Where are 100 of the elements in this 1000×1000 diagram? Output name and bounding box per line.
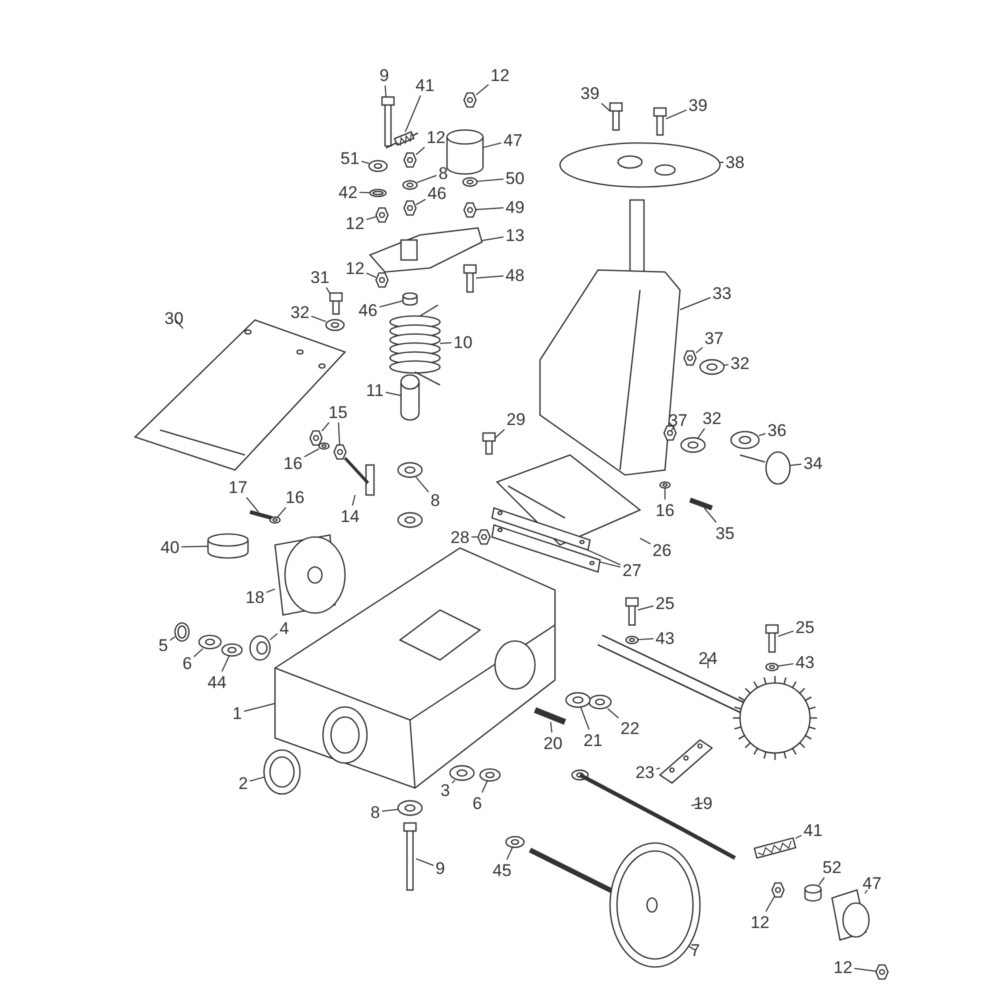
callout-number: 15 xyxy=(328,404,348,420)
leader-line xyxy=(416,174,437,183)
callout-number: 39 xyxy=(580,84,600,102)
leader-line xyxy=(778,663,794,667)
washer xyxy=(730,430,760,450)
callout-number: 16 xyxy=(284,454,302,472)
callout-number: 22 xyxy=(620,720,640,736)
callout-number: 32 xyxy=(702,410,722,426)
washer xyxy=(680,437,706,453)
callout-number: 9 xyxy=(436,860,445,876)
hex-nut xyxy=(403,152,417,168)
leader-line xyxy=(304,448,320,458)
bolt xyxy=(381,96,395,147)
leader-line xyxy=(638,605,654,610)
callout-number: 36 xyxy=(768,422,786,438)
callout-number: 52 xyxy=(822,858,842,876)
chain-link xyxy=(658,739,714,784)
leader-line xyxy=(550,722,552,733)
leader-line xyxy=(404,95,422,132)
callout-number: 7 xyxy=(690,942,700,958)
leader-line xyxy=(382,808,398,812)
callout-number: 37 xyxy=(668,412,688,428)
callout-number: 33 xyxy=(712,284,732,302)
leader-line xyxy=(250,776,264,782)
leader-line xyxy=(482,236,504,242)
callout-number: 39 xyxy=(688,96,708,114)
leader-line xyxy=(506,847,513,860)
leader-line xyxy=(818,877,825,886)
leader-line xyxy=(664,488,666,500)
leader-line xyxy=(476,207,504,210)
callout-number: 4 xyxy=(280,620,289,636)
callout-number: 12 xyxy=(426,128,446,146)
leader-line xyxy=(854,968,876,972)
washer xyxy=(505,836,525,848)
hex-nut xyxy=(463,202,477,218)
callout-number: 14 xyxy=(340,508,360,524)
callout-number: 12 xyxy=(750,914,770,930)
washer xyxy=(659,481,671,489)
hex-nut xyxy=(403,200,417,216)
washer xyxy=(479,768,501,782)
leader-line xyxy=(795,834,802,839)
bracket-plate xyxy=(368,227,483,273)
callout-number: 17 xyxy=(228,478,248,496)
callout-number: 12 xyxy=(490,66,510,84)
callout-number: 45 xyxy=(492,862,512,878)
leader-line xyxy=(416,858,434,866)
leader-line xyxy=(765,896,775,912)
leader-line xyxy=(311,316,326,322)
hex-nut xyxy=(663,425,677,441)
leader-line xyxy=(452,780,456,784)
leader-line xyxy=(326,287,330,294)
callout-number: 25 xyxy=(796,618,814,636)
callout-number: 48 xyxy=(506,266,524,284)
callout-number: 41 xyxy=(416,76,434,94)
leader-line xyxy=(671,426,675,431)
leader-line xyxy=(640,538,651,544)
strip-plate xyxy=(491,524,601,573)
washer xyxy=(397,800,423,816)
callout-number: 16 xyxy=(286,488,304,506)
callout-number: 32 xyxy=(730,354,750,372)
leader-line xyxy=(707,658,709,668)
callout-number: 29 xyxy=(506,410,526,428)
washer xyxy=(397,462,423,478)
callout-number: 25 xyxy=(656,594,674,612)
leader-line xyxy=(688,946,696,950)
leader-line xyxy=(758,433,766,436)
washer xyxy=(462,177,478,187)
washer xyxy=(318,442,330,450)
leader-line xyxy=(638,638,654,640)
leader-line xyxy=(476,275,504,279)
roller xyxy=(446,129,484,175)
washer xyxy=(449,765,475,781)
callout-number: 2 xyxy=(238,774,248,792)
hex-nut xyxy=(309,430,323,446)
strip-plate xyxy=(491,507,591,551)
callout-number: 8 xyxy=(438,164,448,182)
leader-line xyxy=(696,347,703,354)
callout-number: 27 xyxy=(622,562,642,578)
washer xyxy=(325,318,345,332)
snap-ring xyxy=(174,622,190,642)
callout-number: 12 xyxy=(346,214,364,232)
callout-number: 35 xyxy=(716,524,734,542)
leader-line xyxy=(587,550,621,566)
callout-number: 28 xyxy=(450,528,470,546)
callout-number: 32 xyxy=(290,304,310,320)
washer xyxy=(588,694,612,710)
leader-line xyxy=(175,320,184,329)
tube xyxy=(400,374,420,421)
leader-line xyxy=(494,429,505,438)
bolt xyxy=(403,822,417,891)
callout-number: 40 xyxy=(160,538,180,556)
seal-ring xyxy=(263,749,301,795)
callout-number: 9 xyxy=(380,66,389,84)
leader-line xyxy=(338,422,340,446)
leader-line xyxy=(359,192,370,194)
leader-line xyxy=(790,464,802,466)
callout-number: 42 xyxy=(338,184,358,200)
leader-line xyxy=(724,364,729,366)
leader-line xyxy=(580,707,590,730)
leader-line xyxy=(482,142,502,148)
